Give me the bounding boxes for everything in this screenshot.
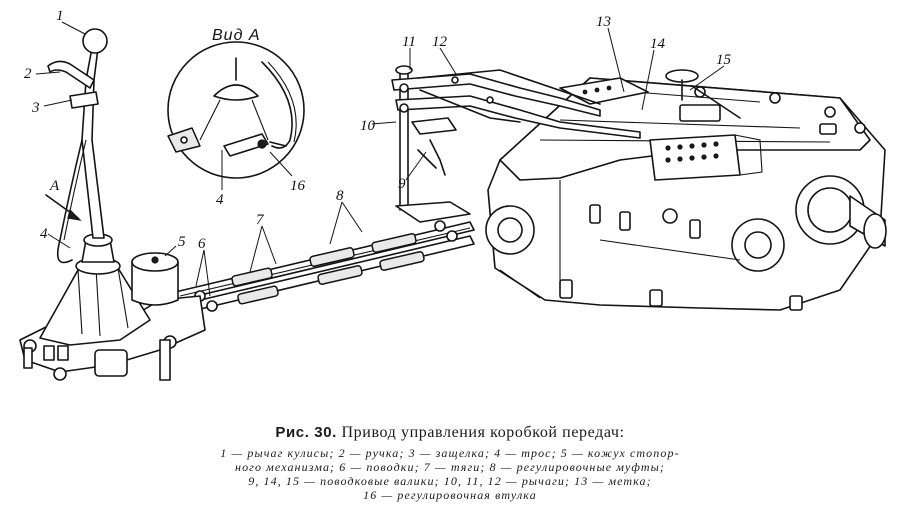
callout-6: 6 (198, 236, 206, 252)
shift-lever-base (19, 233, 206, 381)
callout-3: 3 (31, 100, 40, 116)
shift-lever (47, 28, 108, 264)
inset-callout-16: 16 (290, 178, 306, 194)
gearbox-housing (485, 69, 887, 311)
upper-levers (391, 65, 641, 213)
callout-11: 11 (402, 34, 416, 50)
legend-line: ного механизма; 6 — поводки; 7 — тяги; 8… (235, 460, 665, 474)
callout-7: 7 (256, 212, 265, 228)
caption-title: Рис. 30. Привод управления коробкой пере… (0, 424, 900, 442)
legend-line: 1 — рычаг кулисы; 2 — ручка; 3 — защелка… (220, 446, 680, 460)
callout-12: 12 (432, 34, 448, 50)
view-a-label: Вид А (212, 27, 261, 44)
callout-8: 8 (336, 188, 344, 204)
figure-caption: Рис. 30. Привод управления коробкой пере… (0, 424, 900, 502)
caption-title-text: Привод управления коробкой передач: (341, 424, 625, 441)
arrow-a-label: А (49, 178, 60, 194)
gearbox-control-drawing: 1 2 3 4 5 6 7 8 9 10 11 12 13 14 15 4 16… (19, 8, 887, 381)
callout-9: 9 (398, 176, 406, 192)
callout-15: 15 (716, 52, 732, 68)
inset-view-a (167, 41, 305, 179)
callout-1: 1 (56, 8, 64, 24)
callout-14: 14 (650, 36, 666, 52)
callout-2: 2 (24, 66, 32, 82)
callout-labels: 1 2 3 4 5 6 7 8 9 10 11 12 13 14 15 4 16… (24, 8, 732, 252)
callout-leaders (35, 21, 725, 297)
view-arrow (45, 194, 82, 221)
figure-number: Рис. 30. (275, 424, 337, 441)
inset-callout-4: 4 (216, 192, 224, 208)
callout-10: 10 (360, 118, 376, 134)
callout-13: 13 (596, 14, 611, 30)
legend-line: 9, 14, 15 — поводковые валики; 10, 11, 1… (248, 474, 652, 488)
legend-line: 16 — регулировочная втулка (363, 488, 537, 502)
callout-4: 4 (40, 226, 48, 242)
callout-5: 5 (178, 234, 186, 250)
